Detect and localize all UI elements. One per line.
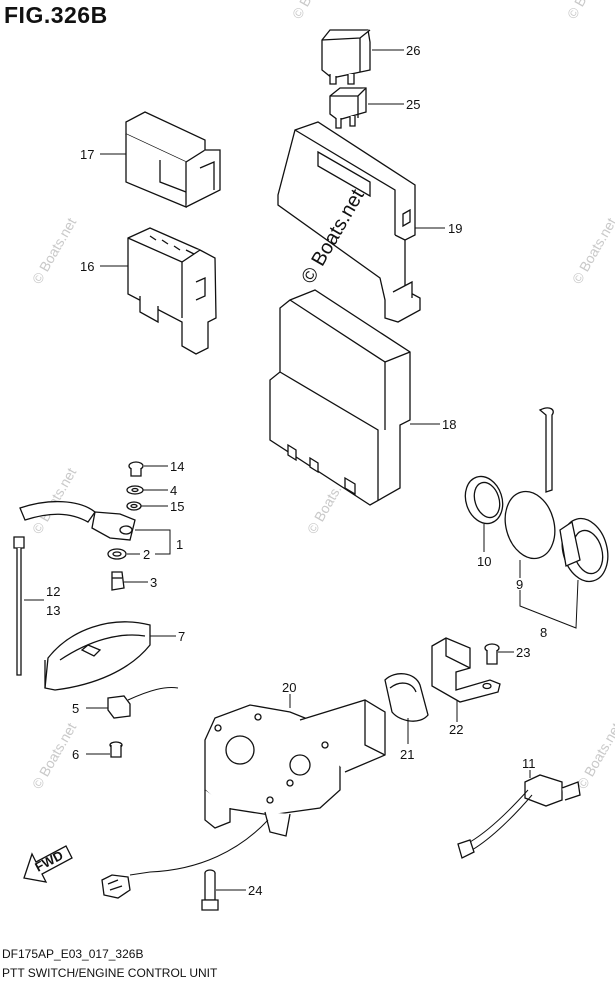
part-15-washer (126, 501, 142, 511)
callout-1: 1 (176, 537, 183, 552)
callout-20: 20 (282, 680, 296, 695)
part-25-relay (329, 87, 367, 129)
callout-10: 10 (477, 554, 491, 569)
fwd-arrow-icon: FWD (23, 845, 73, 883)
part-7-cover (44, 621, 151, 691)
callout-24: 24 (248, 883, 262, 898)
callout-18: 18 (442, 417, 456, 432)
part-11-harness (457, 774, 581, 859)
callout-21: 21 (400, 747, 414, 762)
part-2-ring (107, 548, 127, 560)
callout-15: 15 (170, 499, 184, 514)
part-21-ring (384, 673, 429, 722)
part-4-washer (126, 485, 144, 495)
fig-title: FIG.326B (4, 2, 108, 28)
watermark-text: © Boats.net (569, 215, 615, 287)
part-20-ptt-motor (101, 699, 386, 899)
watermark-text: © Boats.net (564, 0, 615, 22)
callout-23: 23 (516, 645, 530, 660)
part-24-bolt (201, 869, 219, 911)
callout-8: 8 (540, 625, 547, 640)
part-26-relay (321, 29, 371, 85)
figure-code: DF175AP_E03_017_326B (2, 947, 144, 961)
callout-17: 17 (80, 147, 94, 162)
part-16-module (127, 227, 217, 355)
part-10-ring (464, 475, 504, 525)
part-6-screw (109, 741, 123, 758)
figure-caption: PTT SWITCH/ENGINE CONTROL UNIT (2, 966, 218, 980)
callout-3: 3 (150, 575, 157, 590)
callout-19: 19 (448, 221, 462, 236)
callout-6: 6 (72, 747, 79, 762)
part-8-connector (538, 407, 609, 583)
callout-22: 22 (449, 722, 463, 737)
part-19-bracket (277, 121, 421, 323)
leader-lines (24, 49, 579, 891)
part-17-holder (125, 111, 221, 208)
part-22-bracket (431, 637, 501, 703)
part-3-clip (111, 571, 125, 591)
callout-7: 7 (178, 629, 185, 644)
callout-2: 2 (143, 547, 150, 562)
part-18-ecu (269, 289, 411, 506)
callout-14: 14 (170, 459, 184, 474)
callout-13: 13 (46, 603, 60, 618)
watermark-text: © Boats.net (574, 720, 615, 792)
watermark-text: © Boats.net (29, 215, 80, 287)
part-9-oring (504, 490, 556, 560)
callout-9: 9 (516, 577, 523, 592)
watermark-text: © Boats.net (289, 0, 340, 22)
callout-12: 12 (46, 584, 60, 599)
part-14-bolt (128, 461, 144, 477)
callouts: 26 25 17 19 16 18 14 4 15 1 2 3 12 13 7 … (46, 43, 547, 898)
callout-16: 16 (80, 259, 94, 274)
part-1-sensor (19, 500, 136, 541)
callout-5: 5 (72, 701, 79, 716)
watermark-text: © Boats.net (29, 465, 80, 537)
callout-4: 4 (170, 483, 177, 498)
part-5-switch (107, 687, 179, 719)
callout-25: 25 (406, 97, 420, 112)
callout-26: 26 (406, 43, 420, 58)
callout-11: 11 (522, 756, 536, 771)
part-12-13-cable-tie (13, 536, 25, 676)
part-23-bolt (484, 643, 500, 665)
